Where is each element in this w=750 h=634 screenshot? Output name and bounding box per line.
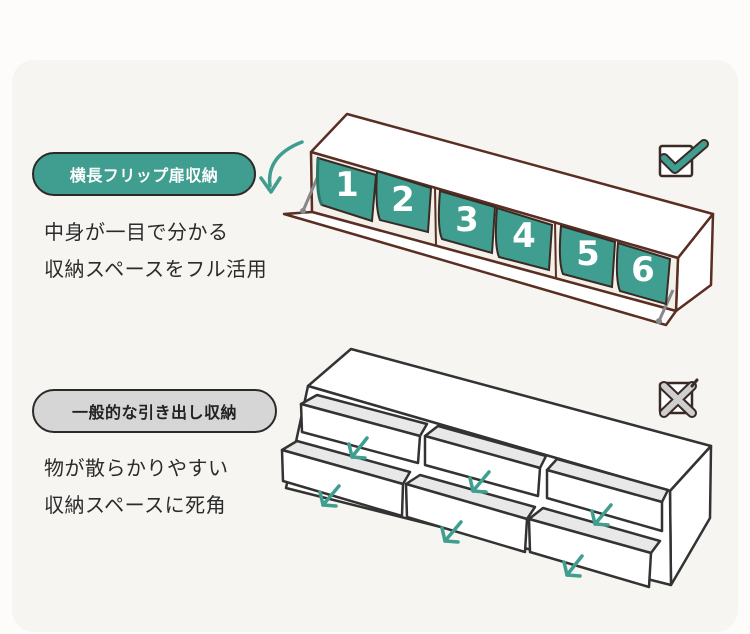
description-line: 収納スペースをフル活用 — [44, 257, 268, 281]
arrow-icon — [440, 520, 463, 544]
description-line: 物が散らかりやすい — [44, 456, 229, 480]
flip-storage-description: 中身が一目で分かる 収納スペースをフル活用 — [44, 214, 267, 288]
drawer — [527, 506, 662, 589]
arrow-icon — [590, 503, 613, 527]
storage-box — [494, 206, 554, 272]
box-number-2: 2 — [391, 180, 415, 220]
storage-boxes — [316, 156, 672, 306]
box-number-4: 4 — [512, 216, 536, 256]
box-number-3: 3 — [455, 200, 479, 240]
storage-box — [316, 156, 378, 223]
storage-box — [375, 169, 433, 234]
box-number-1: 1 — [335, 165, 359, 205]
description-line: 中身が一目で分かる — [44, 220, 229, 244]
drawer-storage-label: 一般的な引き出し収納 — [32, 389, 277, 433]
arrow-icon — [562, 554, 584, 578]
storage-box — [437, 189, 497, 255]
arrow-icon — [347, 436, 369, 460]
drawer — [299, 393, 429, 465]
cross-icon — [658, 378, 699, 418]
drawer — [280, 439, 412, 518]
drawer — [423, 424, 548, 498]
check-icon — [658, 139, 709, 178]
arrow-icon — [468, 470, 491, 494]
box-number-5: 5 — [576, 234, 600, 274]
drawer — [545, 457, 670, 533]
flip-storage-label: 横長フリップ扉収納 — [32, 152, 256, 196]
drawer — [404, 473, 537, 554]
description-line: 収納スペースに死角 — [44, 493, 227, 517]
storage-box — [615, 241, 672, 306]
drawer-storage-description: 物が散らかりやすい 収納スペースに死角 — [44, 450, 229, 524]
arrow-icon — [318, 484, 341, 508]
drawers — [280, 393, 670, 589]
mess-arrows — [318, 436, 613, 578]
storage-box — [558, 224, 617, 289]
box-number-6: 6 — [631, 250, 655, 290]
open-arrow-icon — [259, 140, 304, 194]
